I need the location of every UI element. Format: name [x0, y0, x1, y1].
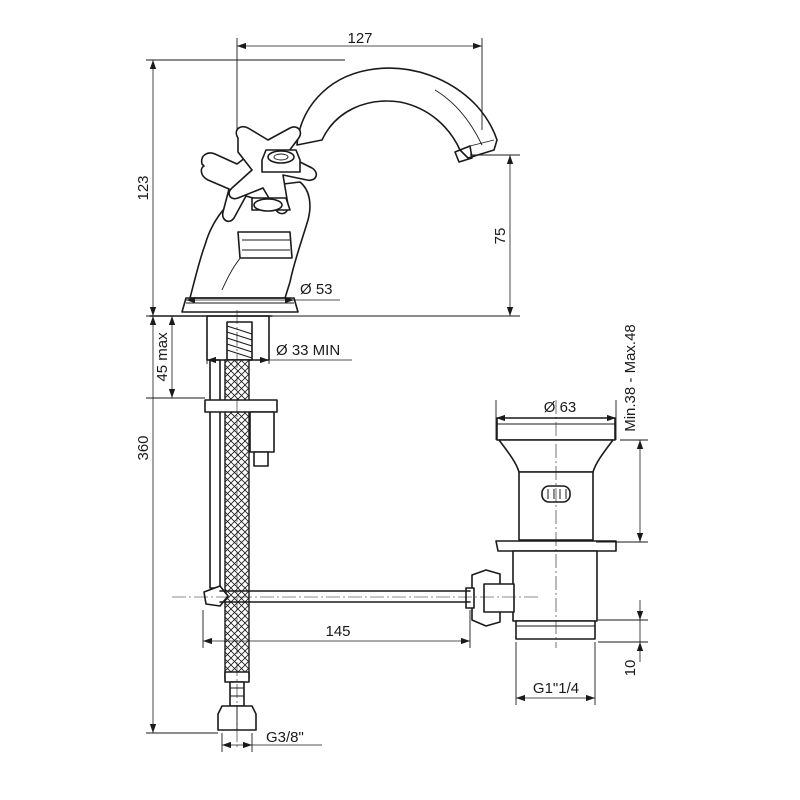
cross-handle-front — [228, 125, 318, 215]
label-hole-diameter: Ø 33 MIN — [276, 342, 340, 359]
label-max-deck: 45 max — [154, 332, 171, 382]
label-hose-length: 360 — [135, 435, 152, 460]
label-hose-thread: G3/8" — [266, 729, 304, 746]
label-spout-reach: 127 — [347, 30, 372, 47]
dimension-lines — [149, 42, 644, 749]
pop-up-waste — [219, 417, 617, 640]
dimension-labels: 127 123 75 Ø 53 Ø 33 MIN 45 max 360 Min.… — [135, 30, 639, 746]
label-popup-range: Min.38 - Max.48 — [622, 324, 639, 432]
label-waste-bottom: 10 — [622, 660, 639, 677]
label-rod-length: 145 — [325, 623, 350, 640]
extension-lines — [146, 38, 648, 752]
label-waste-flange: Ø 63 — [544, 399, 577, 416]
label-waste-thread: G1"1/4 — [533, 680, 579, 697]
center-lines — [172, 310, 557, 748]
label-faucet-height: 123 — [135, 175, 152, 200]
label-spout-height: 75 — [492, 228, 509, 245]
label-base-diameter: Ø 53 — [300, 281, 333, 298]
faucet-body — [181, 67, 498, 313]
under-deck-parts — [149, 315, 278, 731]
